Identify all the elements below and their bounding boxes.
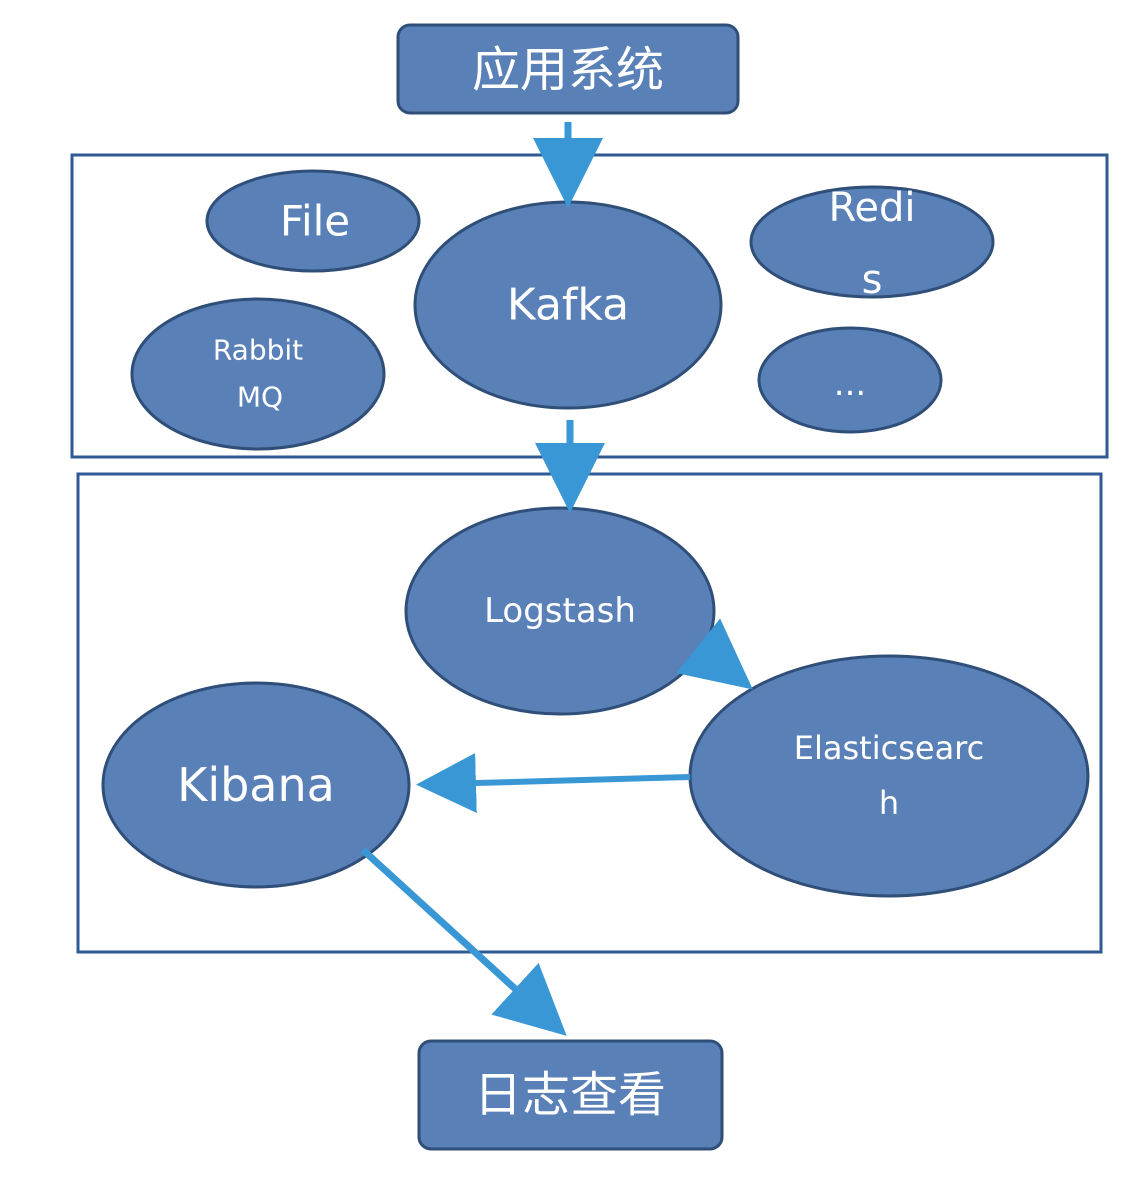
app-system-label: 应用系统 — [472, 42, 664, 98]
kibana-node: Kibana — [101, 681, 411, 889]
redis-label-line1: Redi — [828, 185, 915, 231]
rabbitmq-label-line2: MQ — [237, 381, 283, 414]
arrow-kibana-to-logview — [360, 847, 567, 1036]
redis-label-line2: s — [862, 257, 883, 303]
elasticsearch-node: Elasticsearc h — [688, 654, 1090, 898]
redis-node: Redi s — [749, 185, 995, 303]
file-node: File — [205, 169, 421, 273]
arrow-elasticsearch-to-kibana — [416, 753, 691, 813]
kibana-label: Kibana — [177, 758, 335, 812]
app-system-node: 应用系统 — [396, 23, 740, 115]
rabbitmq-label-line1: Rabbit — [213, 334, 303, 367]
log-view-node: 日志查看 — [417, 1039, 724, 1151]
arrow-logstash-to-elasticsearch — [676, 618, 753, 690]
logstash-node: Logstash — [404, 506, 716, 716]
kafka-node: Kafka — [413, 200, 723, 410]
other-node: ... — [757, 326, 943, 434]
logstash-label: Logstash — [484, 591, 636, 631]
kafka-label: Kafka — [507, 280, 629, 331]
other-label: ... — [834, 364, 866, 404]
log-view-label: 日志查看 — [474, 1067, 666, 1123]
elasticsearch-label-line2: h — [879, 784, 899, 822]
rabbitmq-node: Rabbit MQ — [130, 297, 386, 451]
elasticsearch-label-line1: Elasticsearc — [794, 729, 984, 767]
file-label: File — [280, 197, 350, 246]
